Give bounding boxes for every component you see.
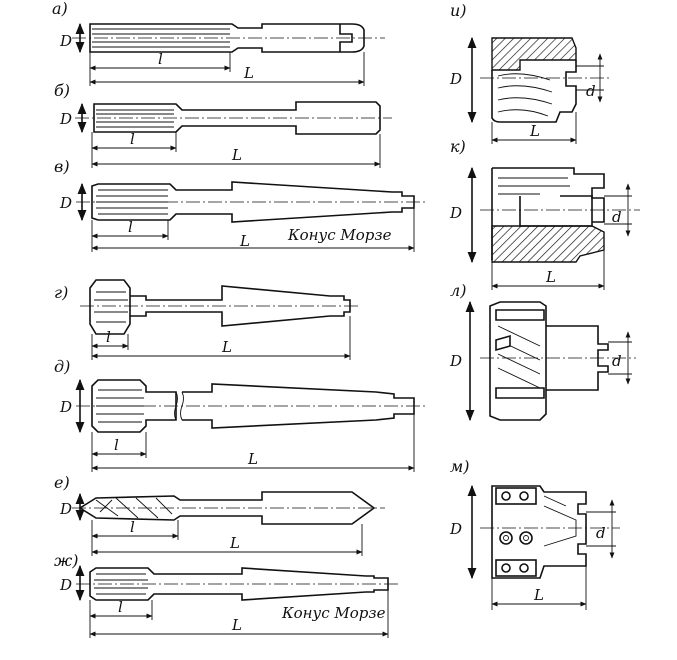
figure-e-l: l [130,518,135,536]
figure-e-letter: е) [54,473,70,492]
figure-lf-D: D [449,352,462,370]
figure-g-L: L [221,338,232,356]
figure-k-D: D [449,204,462,222]
figure-g: г) l L [54,279,358,360]
figure-v-note: Конус Морзе [287,226,392,244]
figure-e: е) D l L [54,473,385,556]
figure-i-D: D [449,70,462,88]
figure-k-L: L [545,268,556,286]
figure-b-letter: б) [54,81,70,100]
figure-g-l: l [106,328,111,346]
figure-m-D: D [449,520,462,538]
figure-zh-letter: ж) [54,551,78,570]
figure-v: в) D l L Конус Морзе [54,157,425,252]
figure-v-l: l [128,218,133,236]
figure-zh-D: D [59,576,72,594]
figure-b: б) D l L [54,81,392,168]
figure-b-L: L [231,146,242,164]
figure-d: д) D l L [54,357,426,472]
figure-m-d: d [596,524,606,542]
figure-k: к) D d L [449,137,640,290]
figure-k-letter: к) [450,137,466,156]
figure-zh-note: Конус Морзе [281,604,386,622]
figure-i: и) D d L [449,1,612,144]
figure-g-letter: г) [54,283,68,302]
figure-v-D: D [59,194,72,212]
figure-a-l: l [158,50,163,68]
figure-e-L: L [229,534,240,552]
figure-d-L: L [247,450,258,468]
figure-zh-l: l [118,598,123,616]
figure-v-letter: в) [54,157,70,176]
figure-lf: л) D d [449,281,636,422]
figure-zh: ж) D l L Конус Морзе [54,551,400,638]
figure-a: а) D l L [52,0,385,86]
figure-m: м) D d L [449,457,620,610]
figure-k-d: d [612,208,622,226]
figure-d-l: l [114,436,119,454]
figure-i-letter: и) [450,1,467,20]
figure-d-letter: д) [54,357,70,376]
figure-m-L: L [533,586,544,604]
figure-b-l: l [130,130,135,148]
figure-lf-d: d [612,352,622,370]
figure-i-L: L [529,122,540,140]
figure-a-D: D [59,32,72,50]
figure-v-L: L [239,232,250,250]
figure-a-letter: а) [52,0,68,18]
figure-lf-letter: л) [450,281,466,300]
figure-d-D: D [59,398,72,416]
figure-b-D: D [59,110,72,128]
figure-a-L: L [243,64,254,82]
figure-i-d: d [586,82,596,100]
figure-e-D: D [59,500,72,518]
figure-zh-L: L [231,616,242,634]
figure-m-letter: м) [450,457,470,476]
